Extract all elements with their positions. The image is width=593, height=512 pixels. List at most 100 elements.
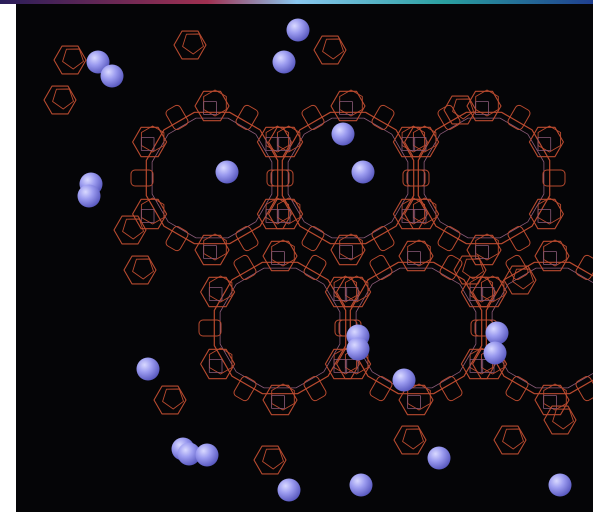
cage-ring bbox=[404, 198, 440, 230]
sphere-body bbox=[485, 321, 509, 345]
prism-link bbox=[369, 254, 393, 280]
sphere bbox=[349, 473, 373, 497]
pore-ring-inner bbox=[151, 117, 273, 239]
edge-cage bbox=[493, 425, 527, 455]
sphere bbox=[86, 50, 110, 74]
cage-square bbox=[208, 359, 223, 373]
cage-square bbox=[475, 101, 489, 115]
edge-cage bbox=[113, 215, 147, 245]
edge-cage-inner bbox=[262, 448, 284, 470]
cage-ring-offset bbox=[537, 197, 562, 225]
cage-square bbox=[543, 395, 557, 409]
sphere-body bbox=[86, 50, 110, 74]
cage-ring-offset bbox=[208, 347, 233, 375]
cage-square bbox=[407, 395, 421, 409]
sphere bbox=[177, 442, 201, 466]
cage-ring bbox=[472, 276, 508, 308]
cage-ring-offset bbox=[469, 275, 494, 303]
cage-square bbox=[339, 245, 353, 259]
prism-link bbox=[301, 104, 325, 130]
cage-square bbox=[537, 137, 552, 151]
cage-square bbox=[344, 359, 359, 373]
cage-square bbox=[412, 137, 427, 151]
cage-square bbox=[543, 251, 557, 265]
edge-cage-inner bbox=[122, 218, 144, 240]
sphere bbox=[136, 357, 160, 381]
cage-ring-offset bbox=[480, 275, 505, 303]
edge-cage bbox=[453, 255, 487, 285]
prism-link bbox=[507, 226, 531, 252]
sphere bbox=[351, 160, 375, 184]
prism-link bbox=[303, 254, 327, 280]
prism-link bbox=[233, 254, 257, 280]
edge-cage bbox=[503, 265, 537, 295]
cage-ring bbox=[336, 276, 372, 308]
prism-link bbox=[165, 104, 189, 130]
cage-square bbox=[208, 287, 223, 301]
prism-link bbox=[505, 376, 529, 402]
cage-square bbox=[401, 209, 416, 223]
cage-ring bbox=[262, 384, 298, 416]
cage-square bbox=[407, 251, 421, 265]
pore-ring-inner bbox=[423, 117, 545, 239]
cage-ring-offset bbox=[276, 125, 301, 153]
cage-ring bbox=[194, 234, 230, 266]
sphere-body bbox=[427, 446, 451, 470]
prism-link bbox=[369, 376, 393, 402]
cage-ring-offset bbox=[333, 275, 358, 303]
sphere-body bbox=[351, 160, 375, 184]
cage-ring-offset bbox=[543, 239, 567, 267]
sphere-body bbox=[77, 184, 101, 208]
sphere bbox=[100, 64, 124, 88]
cage-square bbox=[339, 101, 353, 115]
sphere-layer bbox=[77, 18, 572, 502]
cage-ring-offset bbox=[265, 197, 290, 225]
prism-link bbox=[198, 319, 222, 337]
edge-cage bbox=[393, 425, 427, 455]
cage-ring-offset bbox=[412, 197, 437, 225]
edge-cage-inner bbox=[132, 258, 154, 280]
pore-ring bbox=[281, 111, 415, 245]
prism-link bbox=[371, 226, 395, 252]
cage-square bbox=[480, 287, 495, 301]
cage-square bbox=[271, 395, 285, 409]
cage-square bbox=[469, 359, 484, 373]
cage-ring-offset bbox=[537, 125, 562, 153]
sphere bbox=[195, 443, 219, 467]
sphere-body bbox=[392, 368, 416, 392]
sphere bbox=[277, 478, 301, 502]
cage-ring-offset bbox=[401, 197, 426, 225]
sphere bbox=[427, 446, 451, 470]
cage-ring-offset bbox=[344, 275, 369, 303]
cage-ring bbox=[404, 126, 440, 158]
prism-link bbox=[439, 254, 463, 280]
cage-ring bbox=[398, 240, 434, 272]
cage-ring-offset bbox=[401, 125, 426, 153]
pore-ring-inner bbox=[355, 267, 477, 389]
cage-square bbox=[203, 245, 217, 259]
prism-link bbox=[233, 376, 257, 402]
sphere-body bbox=[349, 473, 373, 497]
prism-link bbox=[402, 169, 426, 187]
edge-cage-inner bbox=[52, 88, 74, 110]
cage-ring-offset bbox=[475, 89, 499, 117]
sphere bbox=[483, 341, 507, 365]
cage-ring-offset bbox=[276, 197, 301, 225]
prism-link bbox=[130, 169, 154, 187]
cage-ring bbox=[528, 126, 564, 158]
sphere-body bbox=[331, 122, 355, 146]
edge-cage bbox=[313, 35, 347, 65]
cage-square bbox=[265, 209, 280, 223]
edge-cage-inner bbox=[552, 408, 574, 430]
cage-ring bbox=[330, 234, 366, 266]
sphere-body bbox=[100, 64, 124, 88]
cage-ring-offset bbox=[140, 125, 165, 153]
edge-cage-inner bbox=[182, 33, 204, 55]
sphere-body bbox=[272, 50, 296, 74]
prism-link bbox=[371, 104, 395, 130]
edge-cage bbox=[123, 255, 157, 285]
prism-link bbox=[507, 104, 531, 130]
cage-ring bbox=[398, 384, 434, 416]
prism-link bbox=[542, 169, 566, 187]
